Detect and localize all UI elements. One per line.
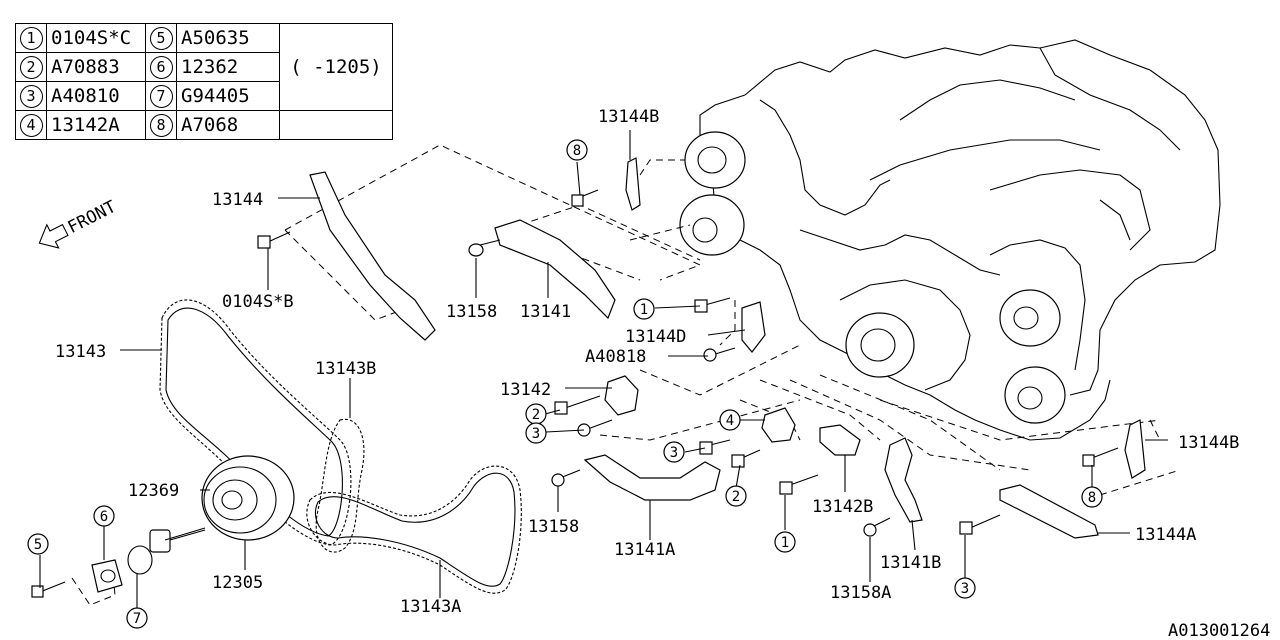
- tensioner-13142: [604, 375, 639, 416]
- tensioner-13142A: [761, 407, 796, 443]
- circled-number: 4: [19, 114, 43, 137]
- legend-code: A50635: [176, 23, 280, 53]
- legend-code: 0104S*C: [46, 23, 146, 53]
- circled-number: 5: [34, 537, 42, 553]
- part-label: 13143: [55, 342, 106, 362]
- belt-guide-13144: [309, 171, 436, 341]
- part-label: 13144B: [598, 107, 659, 127]
- legend-code: A70883: [46, 52, 146, 82]
- circled-number: 2: [532, 407, 540, 423]
- part-label: 13141A: [614, 540, 675, 560]
- part-label: 13158: [528, 517, 579, 537]
- circled-number: 6: [149, 56, 173, 79]
- belt-idler-13141B: [884, 437, 923, 523]
- front-arrow-icon: FRONT: [38, 197, 120, 249]
- circled-number: 8: [149, 114, 173, 137]
- circled-number: 8: [573, 143, 581, 159]
- legend-row: 2 A70883 6 12362: [15, 52, 393, 82]
- guide-13144B-top: [625, 157, 641, 211]
- belt-idler-13141A: [583, 454, 721, 501]
- part-label: 13144D: [625, 327, 686, 347]
- part-label: 12369: [128, 481, 179, 501]
- part-label: 13158A: [830, 583, 891, 603]
- guide-13144D: [741, 301, 766, 353]
- part-label: 13142B: [812, 497, 873, 517]
- circled-number: 1: [640, 302, 648, 318]
- part-label: 13143A: [400, 597, 461, 617]
- circled-number: 8: [1088, 490, 1096, 506]
- tensioner-13142B: [819, 424, 861, 456]
- circled-number: 1: [19, 27, 43, 50]
- legend-code: A40810: [46, 81, 146, 111]
- circled-number: 4: [726, 413, 734, 429]
- leader-lines: [39, 130, 1168, 608]
- timing-belt-13143A: [306, 465, 522, 594]
- legend-row: 3 A40810 7 G94405: [15, 81, 393, 111]
- circled-number: 7: [133, 611, 141, 627]
- circled-number: 3: [532, 426, 540, 442]
- crank-pulley-12305: [201, 455, 295, 541]
- legend-row: 4 13142A 8 A7068: [15, 110, 393, 140]
- circled-number: 3: [961, 581, 969, 597]
- legend-row: 1 0104S*C 5 A50635 ( -1205): [15, 23, 393, 111]
- timing-belt-13143: [159, 299, 352, 546]
- part-label: 13158: [446, 302, 497, 322]
- legend-code: 13142A: [46, 110, 146, 140]
- belt-idler-13141: [494, 219, 616, 320]
- legend-code: G94405: [176, 81, 280, 111]
- legend-code: A7068: [176, 110, 280, 140]
- legend-note: ( -1205): [279, 23, 393, 111]
- part-label: 12305: [212, 573, 263, 593]
- part-label: 13141B: [880, 553, 941, 573]
- cam-sprocket-upper-left: [679, 131, 746, 256]
- diagram-id: A013001264: [1168, 621, 1270, 640]
- circled-number: 7: [149, 85, 173, 108]
- front-label: FRONT: [65, 197, 120, 238]
- engine-block: [699, 39, 1221, 441]
- circled-number: 2: [19, 56, 43, 79]
- crank-sprocket: [845, 312, 915, 378]
- legend-code: 12362: [176, 52, 280, 82]
- part-label: 0104S*B: [222, 292, 294, 312]
- circled-number: 5: [149, 27, 173, 50]
- parts-legend-table: 1 0104S*C 5 A50635 ( -1205) 2 A70883 6 1…: [15, 23, 393, 140]
- cam-sprocket-right: [999, 289, 1066, 424]
- part-label: 13141: [520, 302, 571, 322]
- circled-number: 1: [781, 535, 789, 551]
- part-label: 13144B: [1178, 433, 1239, 453]
- circled-number: 3: [670, 445, 678, 461]
- part-labels: 13144 0104S*B 13144B 13158 13141 13144D …: [55, 107, 1270, 640]
- part-label: 13143B: [315, 359, 376, 379]
- circled-number: 6: [100, 509, 108, 525]
- part-label: 13144: [212, 190, 263, 210]
- circled-number: 2: [732, 489, 740, 505]
- guide-13144A: [999, 484, 1099, 539]
- timing-belt-13143B: [315, 418, 365, 553]
- circled-callouts: 8 1 2 3 4 3 2 8 6 5 7 1 3: [27, 139, 1103, 629]
- part-label: A40818: [585, 347, 646, 367]
- part-label: 13144A: [1135, 525, 1196, 545]
- part-label: 13142: [500, 380, 551, 400]
- bolts: [31, 189, 1119, 598]
- guide-13144B-right: [1124, 419, 1146, 479]
- tensioner-bracket: [91, 529, 206, 593]
- circled-number: 3: [19, 85, 43, 108]
